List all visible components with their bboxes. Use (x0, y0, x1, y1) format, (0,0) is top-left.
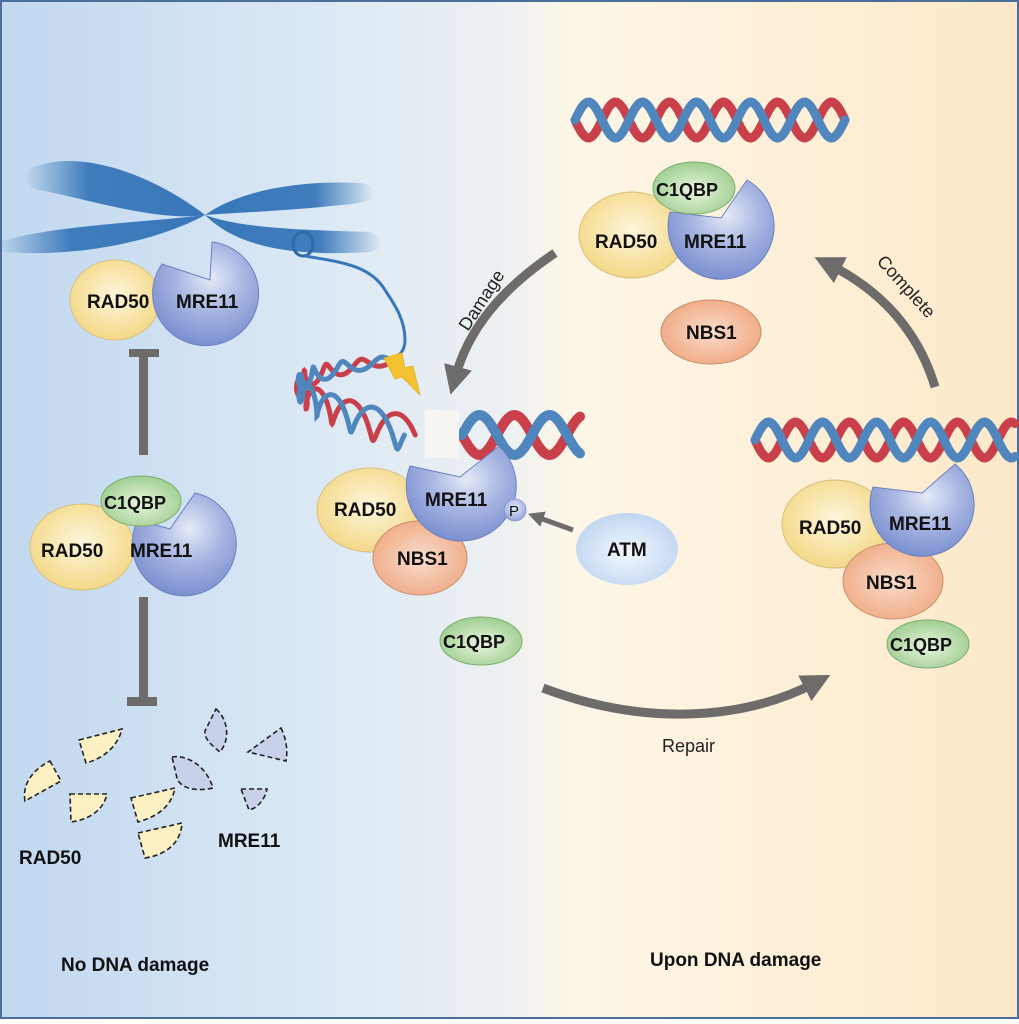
mre11-label: MRE11 (130, 541, 193, 562)
rad50-fragment (77, 727, 124, 764)
dna-strand-red (457, 409, 585, 461)
inhibition-bar-top (129, 349, 159, 455)
atm-kinase (576, 513, 678, 585)
mre11-label: MRE11 (684, 232, 747, 253)
rad50-label: RAD50 (334, 500, 396, 521)
rad50-fragment (129, 786, 177, 823)
fragment-rad50-label: RAD50 (19, 848, 81, 869)
repair-c1qbp-protein (886, 619, 970, 669)
rad50-label: RAD50 (41, 541, 103, 562)
mre11-protein (667, 179, 775, 280)
chromosome-ring (291, 230, 315, 258)
rad50-label: RAD50 (595, 232, 657, 253)
repair-complex: RAD50 MRE11 NBS1 (781, 463, 975, 620)
mre11-fragment (171, 755, 215, 791)
dna-strand-blue (750, 417, 1019, 463)
rad50-label: RAD50 (87, 292, 149, 313)
left-panel-title: No DNA damage (61, 955, 209, 976)
free-c1qbp-label: C1QBP (443, 632, 505, 652)
mre11-fragment (246, 726, 288, 762)
c1qbp-label: C1QBP (104, 493, 166, 513)
dna-strand-blue (570, 97, 850, 143)
degraded-fragments (23, 707, 288, 859)
phosphate-group (503, 498, 527, 522)
dna-break-gap (425, 410, 459, 458)
mre11-label: MRE11 (176, 292, 239, 313)
dna-helix-broken-right (457, 409, 585, 461)
dna-helix-broken-left (293, 354, 418, 452)
mre11-fragment (204, 707, 228, 754)
c1qbp-protein (100, 475, 182, 527)
c1qbp-protein (652, 161, 736, 215)
mre11-protein (152, 241, 260, 347)
nbs1-label: NBS1 (866, 573, 917, 594)
rad50-label: RAD50 (799, 518, 861, 539)
right-panel-title: Upon DNA damage (650, 950, 821, 971)
mre11-protein (869, 463, 975, 557)
repair-arrow (541, 675, 831, 719)
right-top-complex: C1QBP RAD50 MRE11 (578, 161, 775, 280)
damage-site-complex: P RAD50 MRE11 NBS1 (316, 445, 527, 596)
lightning-bolt-icon (383, 352, 421, 397)
c1qbp-label: C1QBP (656, 180, 718, 200)
phosphate-label: P (509, 503, 519, 520)
chromatin-strand (304, 254, 407, 362)
rad50-fragment (137, 821, 183, 859)
dna-strand-blue (295, 354, 407, 452)
mre11-fragment (239, 788, 268, 811)
dna-strand-red (293, 356, 418, 444)
left-top-complex: RAD50 MRE11 (69, 241, 260, 347)
mre11-label: MRE11 (889, 514, 952, 535)
repair-arrow-label: Repair (662, 736, 715, 756)
dna-helix-intact-top (570, 97, 850, 143)
free-nbs1-label: NBS1 (686, 323, 737, 344)
rad50-fragment (69, 793, 108, 823)
mre11-label: MRE11 (425, 490, 488, 511)
free-nbs1-protein (660, 299, 762, 365)
mre11-protein (405, 445, 517, 542)
complete-arrow (814, 257, 940, 389)
chromosome (0, 161, 407, 362)
dna-helices (293, 97, 1019, 463)
left-middle-complex: C1QBP RAD50 MRE11 (29, 475, 237, 597)
fragment-mre11-label: MRE11 (218, 831, 281, 852)
rad50-fragment (23, 759, 63, 803)
inhibition-bar-bottom (127, 597, 157, 706)
nbs1-label: NBS1 (397, 549, 448, 570)
repair-c1qbp-label: C1QBP (890, 635, 952, 655)
dna-helix-repair (750, 417, 1019, 463)
atm-label: ATM (607, 540, 647, 561)
atm-phosphorylation-arrow (527, 511, 574, 533)
free-c1qbp-protein (439, 616, 523, 666)
dna-strand-blue (457, 409, 585, 461)
damage-arrow (444, 249, 558, 395)
mre11-protein (131, 492, 237, 597)
